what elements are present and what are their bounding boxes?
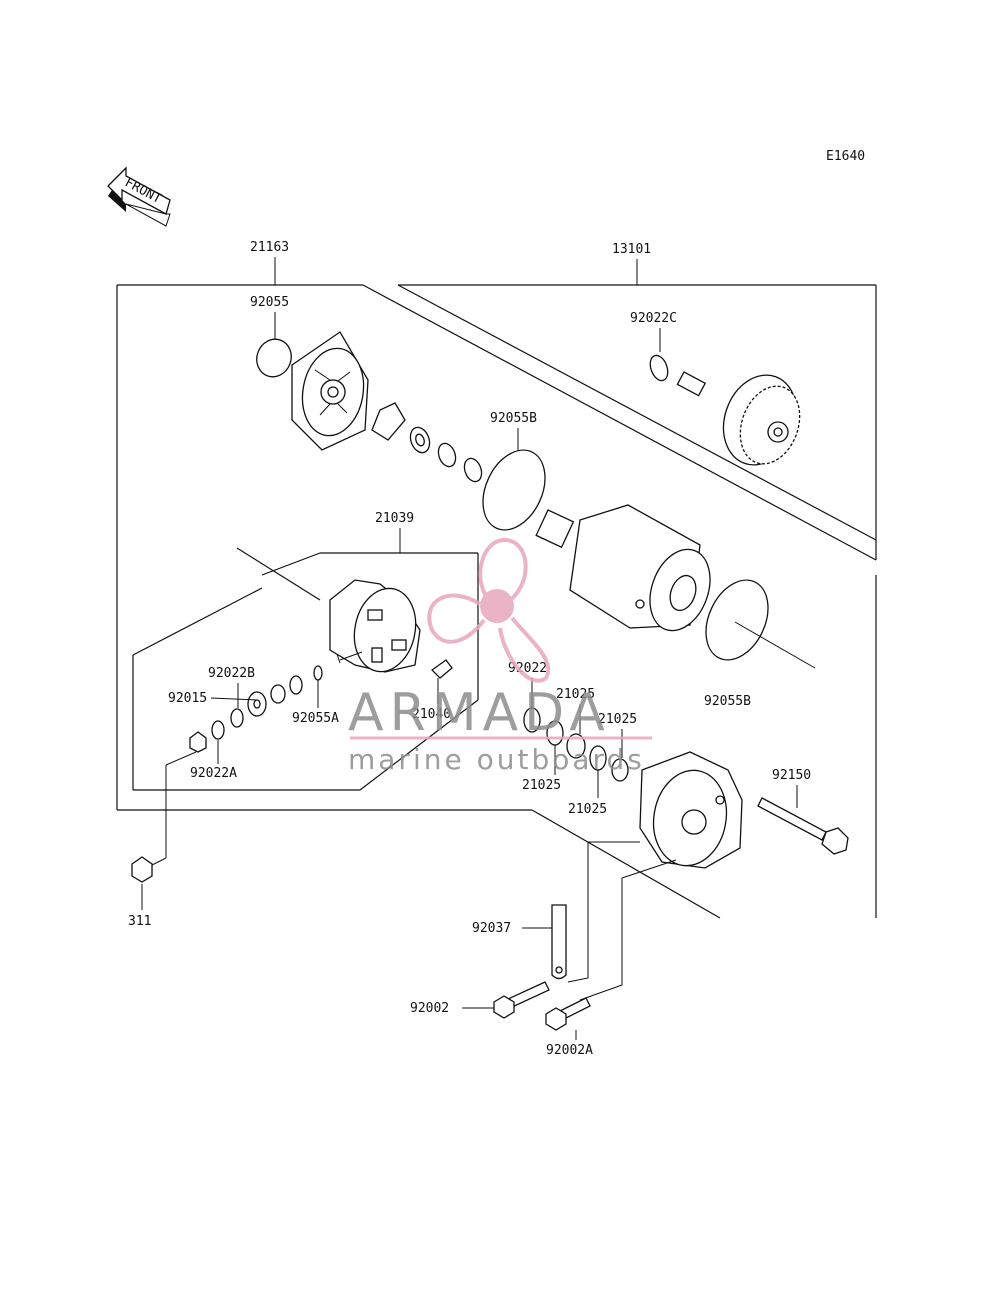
label-92055B-top: 92055B — [490, 411, 537, 426]
watermark-tagline: marine outboards — [348, 743, 645, 776]
front-arrow-icon: FRONT — [107, 166, 171, 227]
o-ring-92055B-bottom — [705, 579, 769, 661]
brush-holder-plate — [329, 579, 421, 673]
through-bolt-92150 — [757, 797, 849, 855]
label-92022B: 92022B — [208, 666, 255, 681]
end-cover-housing — [291, 331, 369, 451]
motor-yoke-armature — [535, 504, 711, 632]
label-92022: 92022 — [508, 661, 547, 676]
washer-21025-b — [566, 733, 586, 759]
washer-stack-top — [371, 402, 483, 483]
terminal-bolt-21040 — [430, 659, 453, 679]
label-21163: 21163 — [250, 240, 289, 255]
label-21025-a: 21025 — [556, 687, 595, 702]
assembly-frame-21163 — [116, 284, 877, 919]
washer-92022C — [649, 354, 669, 382]
label-21025-d: 21025 — [568, 802, 607, 817]
bolt-92002 — [493, 981, 550, 1019]
label-92002: 92002 — [410, 1001, 449, 1016]
diagram-code: E1640 — [826, 149, 865, 164]
bolt-92002A — [545, 997, 591, 1031]
label-21025-c: 21025 — [522, 778, 561, 793]
label-92022A: 92022A — [190, 766, 237, 781]
washer-92022 — [523, 707, 541, 733]
label-92037: 92037 — [472, 921, 511, 936]
pinion-clutch-gear — [676, 371, 801, 466]
label-311: 311 — [128, 914, 151, 929]
label-92150: 92150 — [772, 768, 811, 783]
propeller-logo-icon — [427, 537, 551, 683]
label-92015: 92015 — [168, 691, 207, 706]
label-13101: 13101 — [612, 242, 651, 257]
front-label: FRONT — [122, 175, 164, 207]
front-cover-housing — [639, 751, 743, 869]
label-92055B-bottom: 92055B — [704, 694, 751, 709]
label-92022C: 92022C — [630, 311, 677, 326]
assembly-frame-13101 — [397, 284, 877, 918]
o-ring-92055B-top — [482, 449, 546, 531]
assembly-frame-21039 — [132, 547, 479, 791]
washer-stack-left — [189, 665, 323, 753]
ground-strap-92037 — [551, 904, 567, 980]
watermark-brand: ARMADA — [348, 683, 611, 743]
nut-311 — [131, 856, 153, 883]
washer-21025-d — [611, 758, 629, 782]
label-92055: 92055 — [250, 295, 289, 310]
label-21039: 21039 — [375, 511, 414, 526]
o-ring-92055 — [256, 338, 292, 378]
label-92055A: 92055A — [292, 711, 339, 726]
label-92002A: 92002A — [546, 1043, 593, 1058]
label-21025-b: 21025 — [598, 712, 637, 727]
label-21040: 21040 — [412, 707, 451, 722]
armada-watermark: ARMADA marine outboards — [348, 537, 652, 776]
